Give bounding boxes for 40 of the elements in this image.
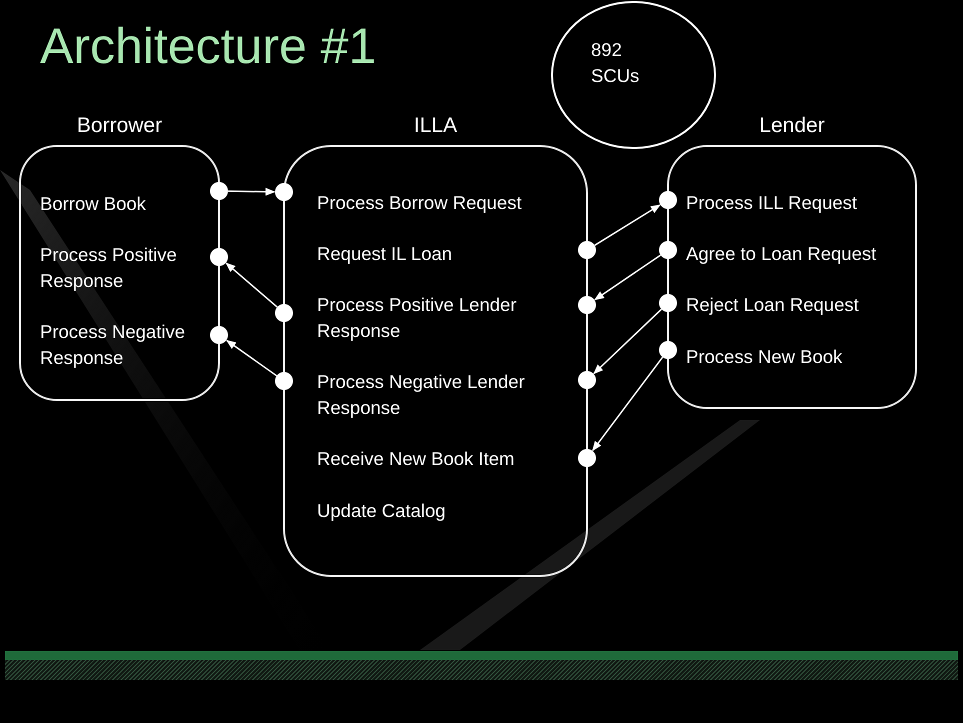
port-dot (578, 449, 596, 467)
function-label: Process Negative Response (40, 320, 186, 370)
arrow (593, 308, 662, 374)
arrow (592, 356, 664, 452)
function-label: Process ILL Request (686, 191, 858, 215)
function-label: Process Positive Lender Response (317, 293, 518, 343)
port-dot (275, 304, 293, 322)
circle-shape (551, 1, 716, 149)
port-dot (578, 296, 596, 314)
function-label: Process New Book (686, 345, 842, 369)
port-dot (275, 372, 293, 390)
function-label: Process Borrow Request (317, 191, 522, 215)
function-label: Update Catalog (317, 499, 446, 523)
port-dot (659, 191, 677, 209)
function-label: Reject Loan Request (686, 293, 859, 317)
function-label: Process Positive Response (40, 243, 178, 293)
arrow (226, 340, 278, 376)
function-label: Request IL Loan (317, 242, 452, 266)
arrow (594, 254, 662, 300)
port-dot (578, 371, 596, 389)
arrow (225, 262, 278, 308)
component-heading: Borrower (76, 113, 164, 139)
port-dot (578, 241, 596, 259)
port-dot (210, 326, 228, 344)
component-heading: Lender (758, 113, 826, 139)
port-dot (210, 248, 228, 266)
component-heading: ILLA (412, 113, 458, 139)
port-dot (659, 241, 677, 259)
port-dot (659, 294, 677, 312)
circle-label: 892 SCUs (591, 38, 640, 88)
function-label: Borrow Book (40, 192, 146, 216)
port-dot (659, 341, 677, 359)
function-label: Agree to Loan Request (686, 242, 876, 266)
port-dot (275, 183, 293, 201)
arrow (594, 204, 661, 246)
slide-title: Architecture #1 (40, 17, 376, 76)
function-label: Process Negative Lender Response (317, 370, 526, 420)
port-dot (210, 182, 228, 200)
arrow (228, 188, 276, 196)
function-label: Receive New Book Item (317, 447, 514, 471)
